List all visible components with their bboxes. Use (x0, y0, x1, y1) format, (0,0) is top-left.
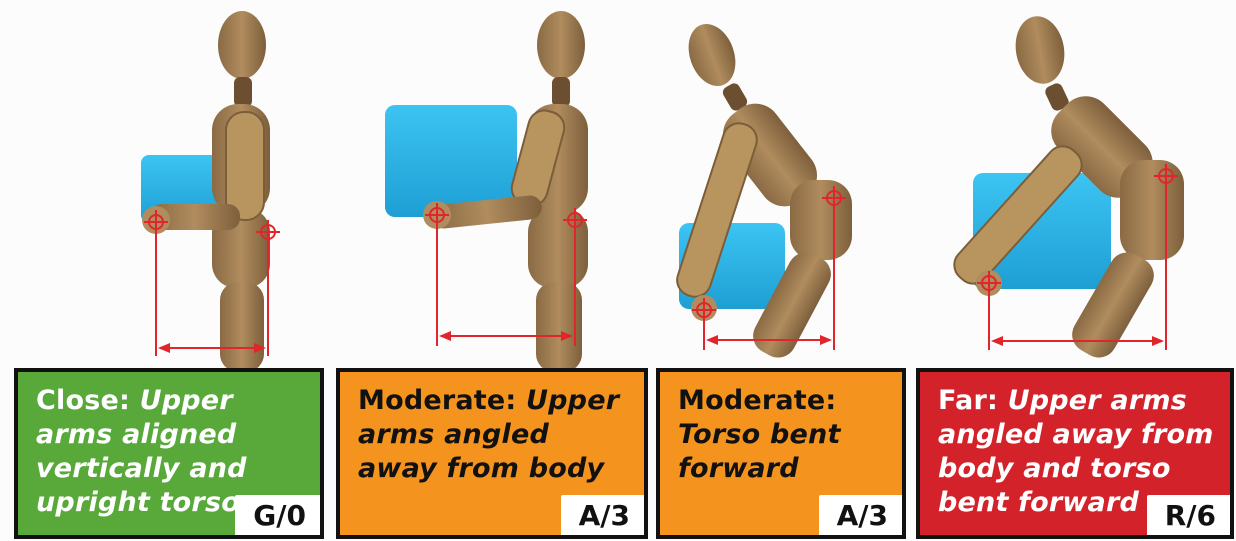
panel-description: Torso bent forward (678, 419, 841, 484)
lifting-illustration (0, 0, 1236, 370)
risk-code: R/6 (1147, 495, 1230, 535)
panel-arms-angled: Moderate: Upper arms angled away from bo… (336, 368, 648, 539)
panel-torso-bent: Moderate: Torso bent forward A/3 (656, 368, 906, 539)
panel-far: Far: Upper arms angled away from body an… (916, 368, 1234, 539)
figure-far (948, 12, 1184, 364)
figure-torso-bent (673, 17, 852, 363)
risk-code: A/3 (819, 495, 902, 535)
panel-lead: Moderate: (358, 385, 516, 416)
figure-close (141, 11, 270, 370)
panel-lead: Close: (36, 385, 130, 416)
figure-arms-angled (385, 11, 588, 370)
panel-lead: Far: (938, 385, 998, 416)
risk-code: A/3 (561, 495, 644, 535)
risk-code: G/0 (235, 495, 320, 535)
panel-close: Close: Upper arms aligned vertically and… (14, 368, 324, 539)
panel-lead: Moderate: (678, 385, 836, 416)
